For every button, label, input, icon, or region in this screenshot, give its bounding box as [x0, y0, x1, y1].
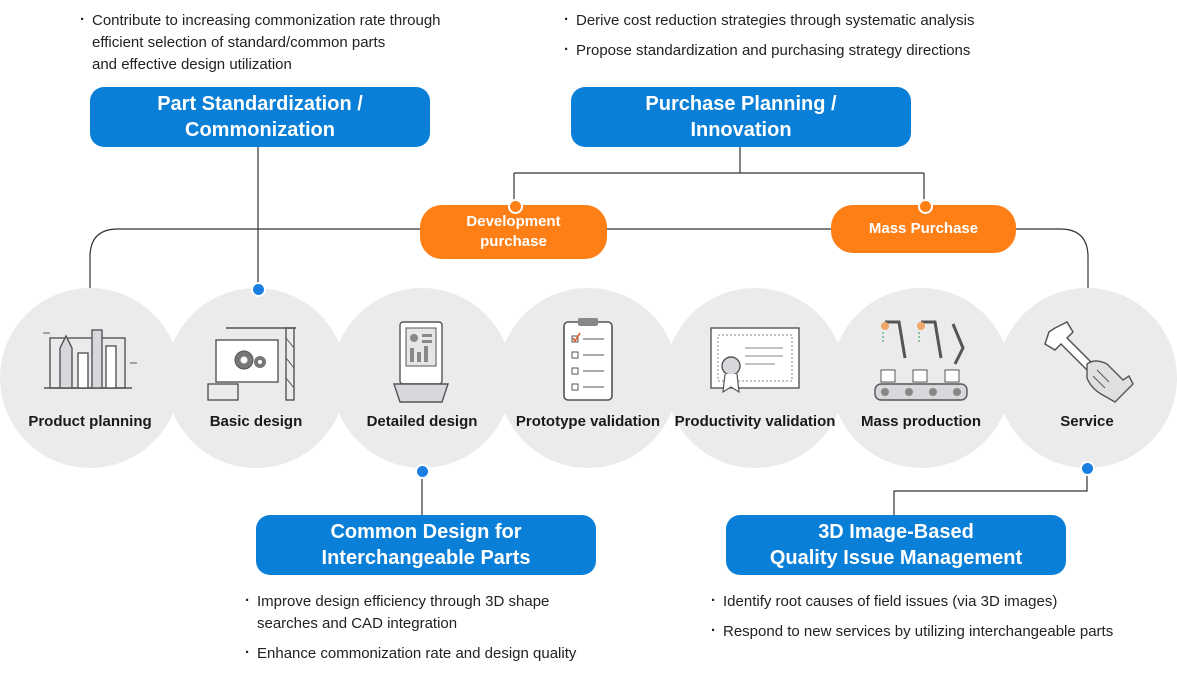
kiosk-design-icon [393, 321, 449, 403]
part-standardization-box: Part Standardization / Commonization [90, 87, 430, 147]
step-label: Detailed design [366, 413, 478, 430]
bullet-item: Contribute to increasing commonization r… [80, 9, 441, 76]
step-label: Productivity validation [674, 413, 836, 430]
quality-issue-box: 3D Image-Based Quality Issue Management [726, 515, 1066, 575]
step-product-planning: Product planning [0, 288, 180, 468]
development-purchase-box: Development purchase [420, 205, 607, 259]
bullet-item: Identify root causes of field issues (vi… [711, 590, 1113, 613]
mass-connector-dot [918, 199, 933, 214]
construction-gear-icon [207, 327, 296, 401]
robot-arms-icon [874, 320, 968, 401]
quality-issue-notes: Identify root causes of field issues (vi… [711, 590, 1113, 651]
step-label: Product planning [28, 413, 152, 430]
certificate-icon [710, 327, 800, 394]
bullet-item: Respond to new services by utilizing int… [711, 620, 1113, 643]
step-label: Service [1060, 413, 1114, 430]
step-service: Service [997, 288, 1177, 468]
step-label: Basic design [209, 413, 303, 430]
purchase-planning-box: Purchase Planning / Innovation [571, 87, 911, 147]
step-prototype-validation: Prototype validation [498, 288, 678, 468]
service-connector-dot [1080, 461, 1095, 476]
bullet-item: Enhance commonization rate and design qu… [245, 642, 576, 665]
step-basic-design: Basic design [166, 288, 346, 468]
common-design-box: Common Design for Interchangeable Parts [256, 515, 596, 575]
bullet-item: Improve design efficiency through 3D sha… [245, 590, 576, 635]
step-label: Mass production [860, 413, 981, 430]
bullet-item: Derive cost reduction strategies through… [564, 9, 975, 32]
common-design-notes: Improve design efficiency through 3D sha… [245, 590, 576, 673]
step-detailed-design: Detailed design [332, 288, 512, 468]
tools-icon [43, 329, 137, 389]
checklist-icon [563, 318, 613, 401]
purchase-planning-notes: Derive cost reduction strategies through… [564, 9, 975, 70]
step-label: Prototype validation [515, 413, 661, 430]
step-mass-production: Mass production [831, 288, 1011, 468]
bullet-item: Propose standardization and purchasing s… [564, 39, 975, 62]
part-standardization-notes: Contribute to increasing commonization r… [80, 9, 441, 84]
detailed-design-connector-dot [415, 464, 430, 479]
step-productivity-validation: Productivity validation [665, 288, 845, 468]
development-connector-dot [508, 199, 523, 214]
basic-design-connector-dot [251, 282, 266, 297]
wrench-hand-icon [1044, 321, 1134, 403]
